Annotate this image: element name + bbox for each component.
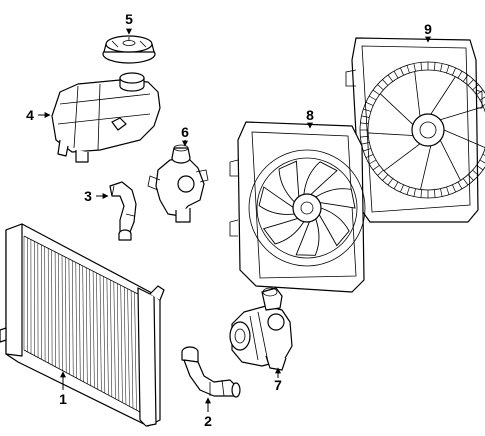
callout-2: 2 xyxy=(204,413,212,429)
upper-hose xyxy=(109,181,137,241)
water-pump xyxy=(229,287,293,371)
callout-1: 1 xyxy=(59,391,67,407)
callout-5: 5 xyxy=(125,11,133,27)
lower-hose xyxy=(181,346,241,398)
callout-4: 4 xyxy=(26,107,34,123)
fan-shroud-large xyxy=(345,37,485,223)
callout-8: 8 xyxy=(306,107,314,123)
fan-shroud xyxy=(229,121,366,293)
thermostat-housing xyxy=(147,144,209,223)
leader-lines xyxy=(38,28,431,412)
callout-6: 6 xyxy=(181,124,189,140)
tank-cap xyxy=(102,35,156,64)
callout-3: 3 xyxy=(84,188,92,204)
expansion-tank xyxy=(51,72,161,163)
callout-9: 9 xyxy=(424,21,432,37)
callout-7: 7 xyxy=(274,377,282,393)
radiator xyxy=(0,223,165,427)
